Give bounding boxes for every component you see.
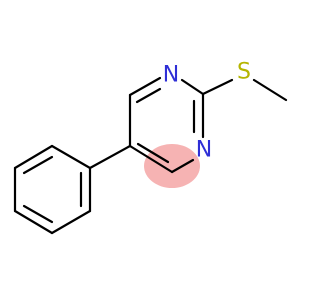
- bond-c2-s: [201, 78, 234, 96]
- atom-n-bottom: N: [196, 138, 212, 163]
- bond-ph-inner-1: [22, 155, 54, 175]
- bond-s-ch3: [252, 78, 288, 102]
- bond-n3-c4: [170, 158, 195, 174]
- bond-ph-4: [13, 209, 54, 235]
- bond-c6-n1-inner: [135, 87, 162, 104]
- bond-n1-c2: [180, 78, 205, 96]
- bond-c4-c5: [128, 144, 174, 174]
- atom-sulfur: S: [237, 60, 251, 85]
- methylthio-group: [201, 78, 288, 102]
- ring-highlight: [144, 144, 200, 188]
- bond-c4-c5-inner: [136, 142, 170, 164]
- phenyl-ring: [13, 144, 132, 235]
- bond-c6-n1: [128, 76, 162, 97]
- bond-ph-2: [13, 144, 54, 170]
- molecule-canvas: N N S: [13, 60, 288, 235]
- bond-ph-inner-2: [22, 204, 54, 224]
- atom-n-top: N: [163, 63, 179, 88]
- bond-ph-1: [50, 144, 92, 170]
- bond-c5-phenyl: [88, 144, 132, 170]
- bond-ph-5: [50, 209, 92, 235]
- pyrimidine-ring: [128, 76, 205, 174]
